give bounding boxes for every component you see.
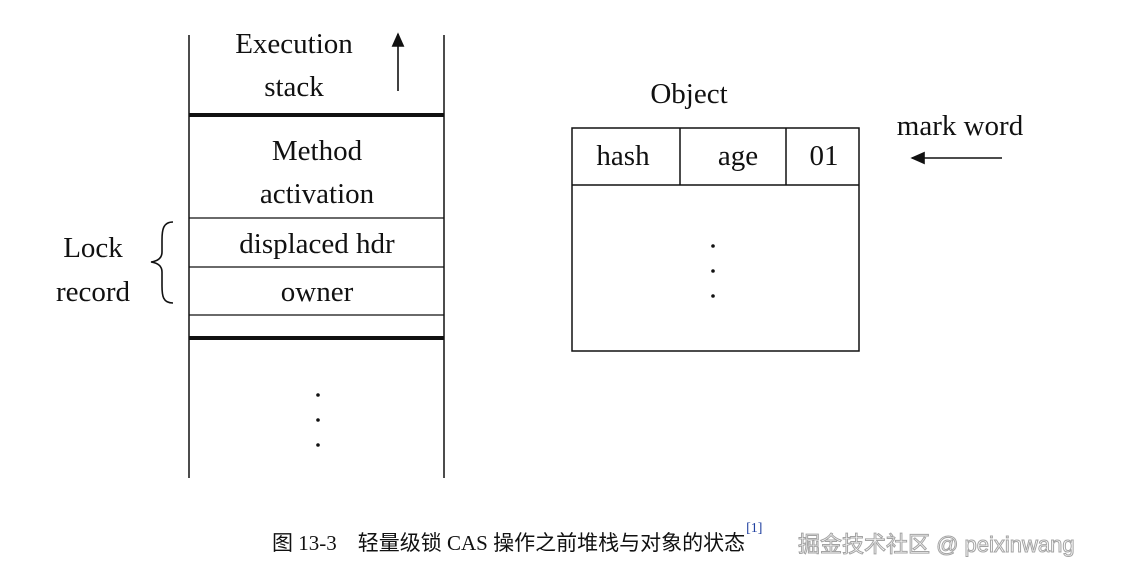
lock-label: Lock (63, 232, 123, 264)
watermark: 掘金技术社区 @ peixinwang (798, 532, 1076, 558)
object-title: Object (650, 78, 727, 110)
flag-cell: 01 (810, 140, 839, 172)
object-ellipsis-dot (711, 244, 715, 248)
hash-cell: hash (596, 140, 650, 172)
stack-ellipsis-dot (316, 443, 320, 447)
activation-label: activation (260, 178, 375, 210)
owner-cell: owner (281, 276, 354, 308)
object-ellipsis-dot (711, 269, 715, 273)
stack-label: stack (264, 71, 324, 103)
lock-record-brace-icon (150, 221, 174, 304)
caption-reference[interactable]: [1] (746, 521, 763, 536)
displaced-hdr-cell: displaced hdr (239, 228, 395, 260)
caption-text: 图 13-3 轻量级锁 CAS 操作之前堆栈与对象的状态 (272, 531, 746, 555)
method-label: Method (272, 135, 363, 167)
figure-caption: 图 13-3 轻量级锁 CAS 操作之前堆栈与对象的状态[1] (272, 521, 762, 557)
age-cell: age (718, 140, 758, 172)
stack-ellipsis-dot (316, 418, 320, 422)
record-label: record (56, 276, 131, 308)
object-ellipsis-dot (711, 294, 715, 298)
object-box (571, 127, 860, 352)
execution-label: Execution (235, 28, 353, 60)
mark-word-label: mark word (897, 110, 1024, 142)
stack-ellipsis-dot (316, 393, 320, 397)
